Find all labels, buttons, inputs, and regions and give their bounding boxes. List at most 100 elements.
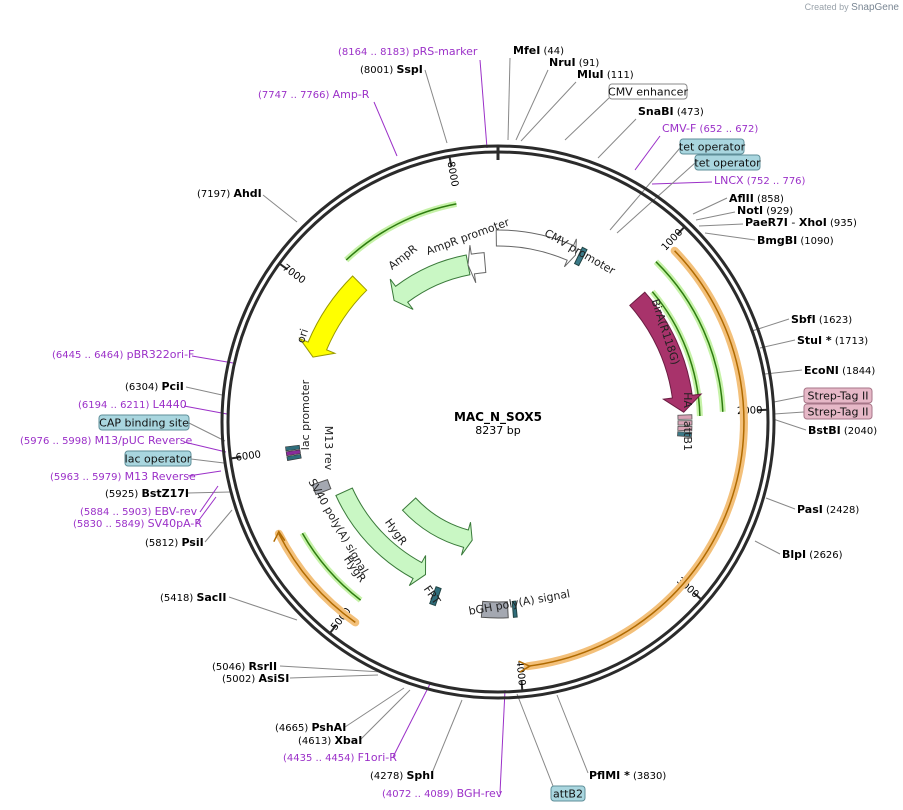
enzyme-leader [187,491,231,494]
tick-mark [230,456,241,460]
enzyme-label: BstBI (2040) [808,424,877,437]
enzyme-position: (4278) [370,771,406,782]
enzyme-leader [772,418,807,431]
primer-leader [499,689,506,794]
tick-label: 4000 [514,660,527,686]
primer-leader [183,405,228,415]
enzyme-name: StuI * [797,334,832,347]
tet-operator-mark [573,246,588,267]
enzyme-name: BmgBI [757,234,797,247]
primer-leader [634,135,661,171]
sv40-polya-block [311,479,332,496]
primer-name: Amp-R [333,88,370,101]
enzyme-position: (91) [576,58,600,69]
enzyme-label: SbfI (1623) [791,313,852,326]
box-leader [773,395,805,403]
highlight-arrowhead [273,530,286,543]
feature-label: M13 rev [322,426,335,471]
enzyme-label: (7197) AhdI [197,187,262,200]
enzyme-leader [698,223,744,227]
tick-mark [278,262,289,271]
feature-box [679,138,745,155]
enzyme-label: BmgBI (1090) [757,234,834,247]
tick-mark [329,624,337,634]
enzyme-name: PaeR7I [745,216,788,229]
enzyme-name: MfeI [513,44,540,57]
enzyme-leader [424,69,448,144]
enzyme-position: (5812) [145,538,181,549]
feature-label: lac promoter [299,379,312,450]
enzyme-position: (1713) [832,336,869,347]
enzyme-name: NotI [737,204,763,217]
primer-name: LNCX [714,174,744,187]
cds-track [651,291,701,417]
enzyme-leader [692,197,728,215]
enzyme-leader [344,687,405,728]
enzyme-position: (4613) [298,736,334,747]
primer-name: pBR322ori-F [127,348,195,361]
enzyme-position: (2428) [823,505,860,516]
enzyme-name: BstZ17I [141,487,189,500]
enzyme-leader [204,509,233,543]
primer-name: pRS-marker [413,45,478,58]
enzyme-name: EcoNI [804,364,839,377]
enzyme-leader [695,211,736,221]
primer-range: (752 .. 776) [744,176,806,187]
feature-label: FRT [421,583,443,607]
plasmid-name: MAC_N_SOX5 [454,410,542,425]
credit-brand: SnapGene [851,2,899,13]
enzyme-position: (1844) [839,366,876,377]
tick-label: 8000 [444,161,459,188]
primer-range: (6194 .. 6211) [78,400,153,411]
enzyme-name: PflMI * [589,769,630,782]
enzyme-position: (1090) [797,236,834,247]
enzyme-name: NruI [549,56,576,69]
enzyme-leader [754,540,781,555]
enzyme-label: AflII (858) [729,192,784,205]
enzyme-label: (5418) SacII [160,591,227,604]
enzyme-name: XbaI [334,734,362,747]
enzyme-leader [520,81,577,142]
primer-label: (6194 .. 6211) L4440 [78,398,187,411]
primer-label: (5884 .. 5903) EBV-rev [80,505,198,518]
enzyme-leader [507,57,511,141]
primer-label: (4435 .. 4454) F1ori-R [283,751,397,764]
tick-mark [676,226,686,235]
cds-track [655,261,724,412]
primer-label: (4072 .. 4089) BGH-rev [382,787,503,800]
primer-leader [199,485,219,513]
primer-label: (5976 .. 5998) M13/pUC Reverse [20,434,192,447]
enzyme-name: AhdI [233,187,261,200]
feature-box-label: lac operator [125,453,192,466]
box-leader [516,693,554,787]
enzyme-name: MluI [577,68,604,81]
enzyme-leader [289,674,379,679]
enzyme-name: PasI [797,503,823,516]
enzyme-label: NotI (929) [737,204,793,217]
cds-track [345,203,457,261]
enzyme-label: (4278) SphI [370,769,434,782]
cmv-promoter-arrow [495,229,577,268]
feature-box-label: CAP binding site [99,417,189,430]
primer-label: (5830 .. 5849) SV40pA-R [73,517,202,530]
enzyme-name: SacII [196,591,226,604]
enzyme-label: (5812) PsiI [145,536,204,549]
tag-block [677,414,693,420]
leader-lines [183,57,807,794]
primer-range: (5884 .. 5903) [80,507,155,518]
enzyme-label: (4665) PshAI [275,721,346,734]
attB2-mark [511,600,518,618]
feature-box [803,387,873,404]
primer-name: M13/pUC Reverse [95,434,193,447]
enzyme-leader [556,694,589,774]
box-leader [188,422,226,442]
snapgene-credit: Created by SnapGene [805,2,899,13]
enzyme-name: SnaBI [638,105,674,118]
primer-label: (7747 .. 7766) Amp-R [258,88,370,101]
frt-mark [429,586,442,607]
feature-arrows [273,200,748,673]
enzyme-label: MluI (111) [577,68,634,81]
primer-range: (6445 .. 6464) [52,350,127,361]
hygR-arrow [335,487,427,587]
box-leader [564,97,610,141]
